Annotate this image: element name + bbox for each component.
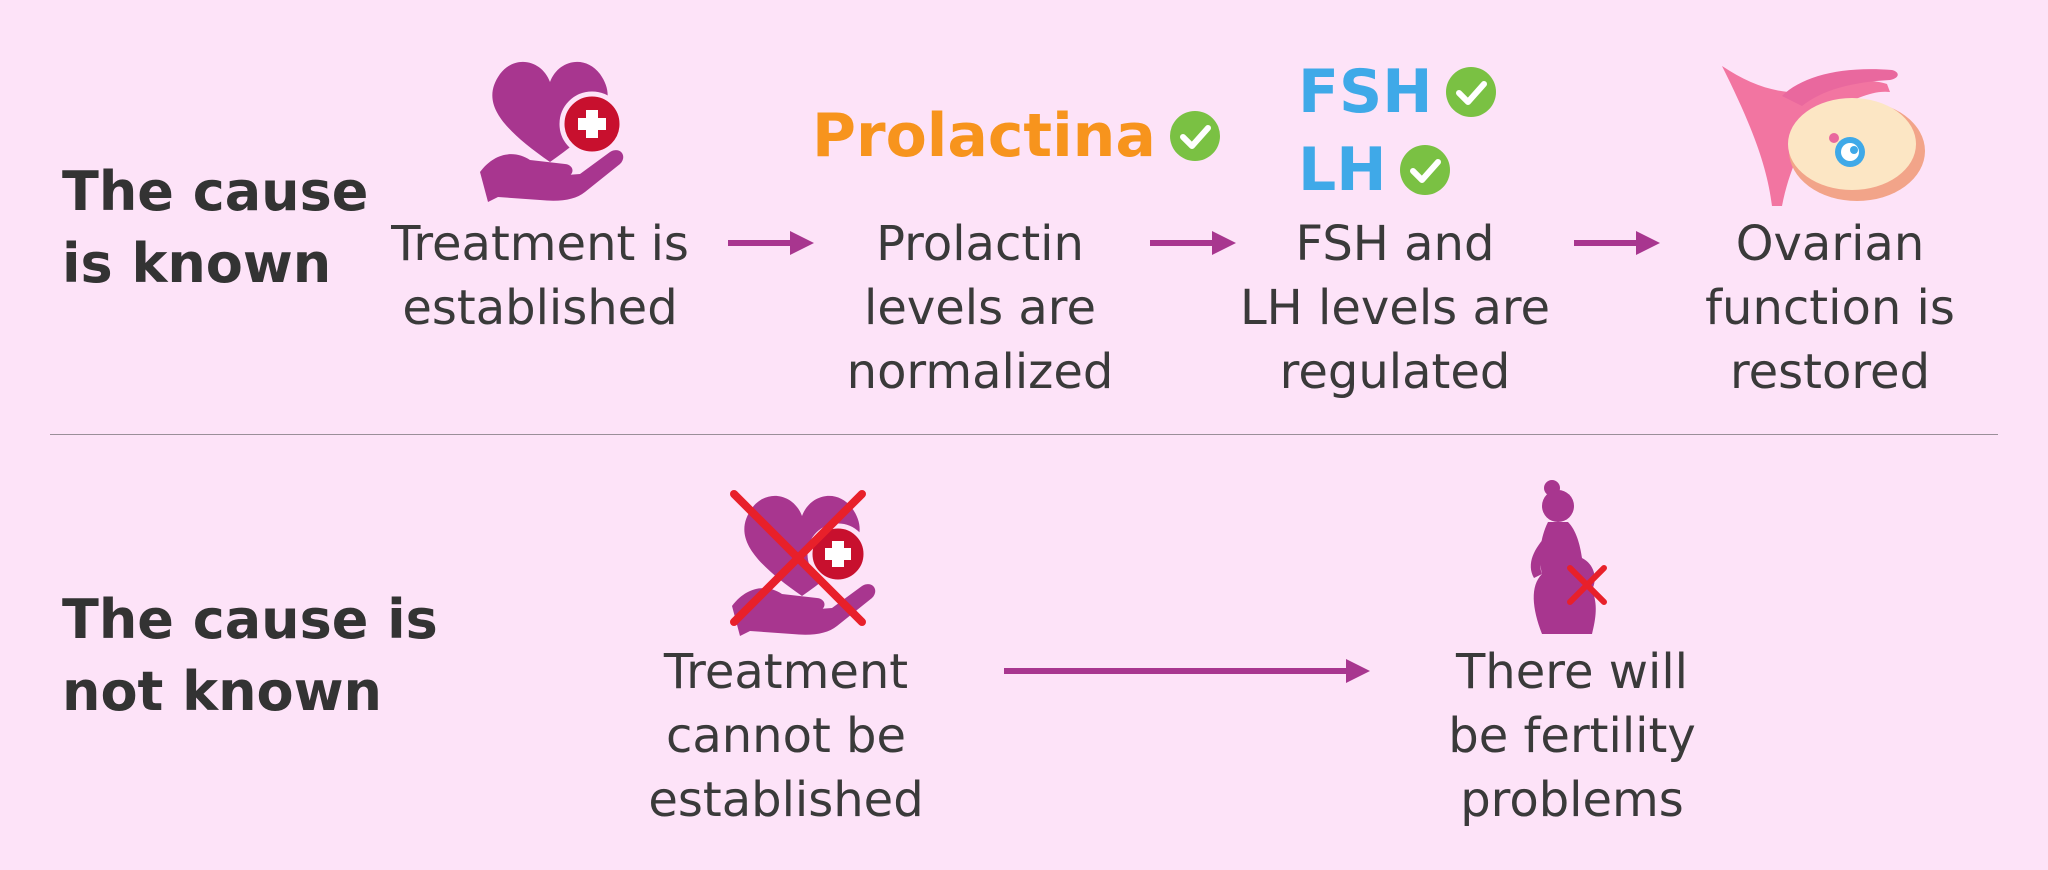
row-label-unknown: The cause is not known xyxy=(62,584,438,728)
arrow-right-icon xyxy=(728,231,814,255)
arrow-right-icon xyxy=(1574,231,1660,255)
heart-hand-medical-icon xyxy=(480,61,625,202)
step-line: Ovarian xyxy=(1735,216,1925,272)
step-line: established xyxy=(648,772,924,828)
check-circle-icon xyxy=(1169,111,1220,161)
row-label-known-line1: The cause xyxy=(62,160,369,223)
step-line: Treatment xyxy=(663,644,909,700)
lh-text: LH xyxy=(1298,135,1387,205)
prolactina-text: Prolactina xyxy=(812,101,1156,171)
step-line: be fertility xyxy=(1448,708,1696,764)
step-line: cannot be xyxy=(665,708,907,764)
step-line: There will xyxy=(1455,644,1688,700)
step-line: established xyxy=(402,280,678,336)
lh-label: LH xyxy=(1298,134,1451,206)
section-divider xyxy=(50,434,1998,435)
row-label-unknown-line2: not known xyxy=(62,660,382,723)
step-line: Treatment is xyxy=(391,216,689,272)
step-line: Prolactin xyxy=(876,216,1084,272)
step-treatment-established: Treatment is established xyxy=(360,212,720,340)
step-line: function is xyxy=(1705,280,1955,336)
fsh-text: FSH xyxy=(1298,57,1433,127)
step-line: normalized xyxy=(846,344,1114,400)
check-circle-icon xyxy=(1400,145,1451,195)
arrow-right-icon xyxy=(1150,231,1236,255)
fsh-label: FSH xyxy=(1298,56,1497,128)
row-label-unknown-line1: The cause is xyxy=(62,588,438,651)
arrow-right-long-icon xyxy=(1004,659,1370,683)
row-label-known: The cause is known xyxy=(62,156,368,300)
step-line: LH levels are xyxy=(1239,280,1551,336)
step-line: levels are xyxy=(863,280,1097,336)
step-line: problems xyxy=(1460,772,1684,828)
row-label-known-line2: is known xyxy=(62,232,332,295)
step-fertility-problems: There will be fertility problems xyxy=(1392,640,1752,832)
step-line: regulated xyxy=(1279,344,1511,400)
step-ovarian-restored: Ovarian function is restored xyxy=(1650,212,2010,404)
treatment-unavailable-icon xyxy=(730,490,876,636)
check-circle-icon xyxy=(1446,67,1497,117)
step-line: FSH and xyxy=(1295,216,1495,272)
step-fsh-lh-regulated: FSH and LH levels are regulated xyxy=(1210,212,1580,404)
step-treatment-not-established: Treatment cannot be established xyxy=(606,640,966,832)
prolactina-label: Prolactina xyxy=(812,100,1220,172)
step-prolactin-normalized: Prolactin levels are normalized xyxy=(800,212,1160,404)
step-line: restored xyxy=(1729,344,1931,400)
ovary-icon xyxy=(1722,66,1925,206)
pregnant-woman-icon xyxy=(1530,480,1607,634)
